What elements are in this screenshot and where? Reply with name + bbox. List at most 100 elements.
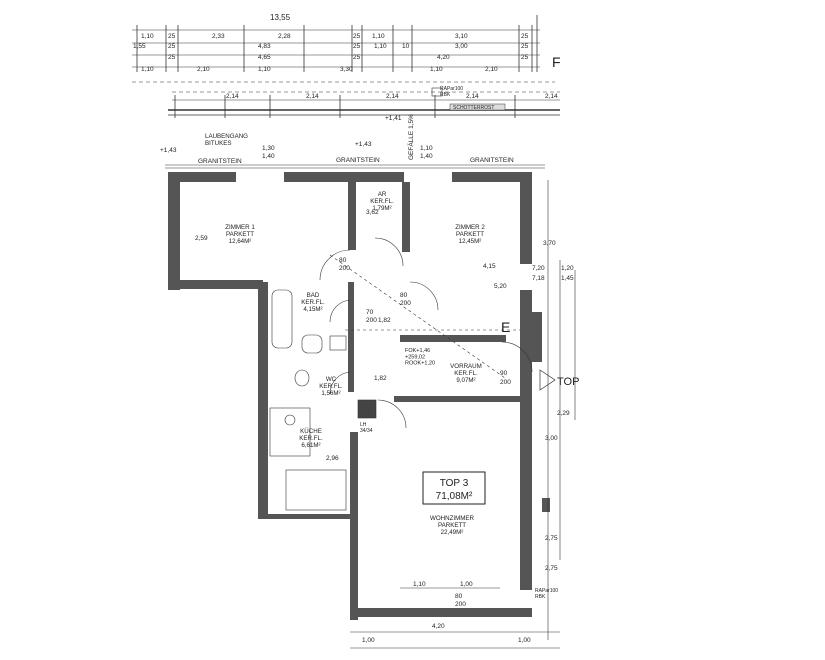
room-name: VORRAUM <box>450 363 482 370</box>
door-mark-8: 80 <box>455 593 463 600</box>
right-dim-0: 3,70 <box>543 240 556 247</box>
doors <box>319 237 533 429</box>
door-mark-7: 200 <box>500 379 511 386</box>
door-mark-1: 200 <box>339 265 350 272</box>
height-1: 1,82 <box>374 375 387 382</box>
dim-r4-0: 1,10 <box>141 66 154 73</box>
room-floor: KER.FL. <box>299 435 323 442</box>
dim-r2-6: 3,00 <box>455 43 468 50</box>
dim-r5-3: 2,14 <box>466 93 479 100</box>
room-area: 12,45M² <box>459 238 482 245</box>
dim-r3-0: 25 <box>168 54 176 61</box>
dim-r4-4: 1,10 <box>430 66 443 73</box>
room-name: AR <box>378 191 387 198</box>
dim-r5-1: 2,14 <box>306 93 319 100</box>
entry-marker: E <box>501 319 510 335</box>
room-area: 1,79M² <box>372 205 391 212</box>
height-11: 5,20 <box>494 283 507 290</box>
height-7: 2,59 <box>195 235 208 242</box>
height-8: 2,96 <box>326 455 339 462</box>
door-mark-2: 70 <box>366 309 374 316</box>
room-vorraum: VORRAUM KER.FL. 9,07M² <box>450 363 482 384</box>
height-3: 1,40 <box>262 153 275 160</box>
height-4: 1,10 <box>420 145 433 152</box>
granitstein-1: GRANITSTEIN <box>198 158 242 165</box>
right-dim-3: 3,00 <box>545 435 558 442</box>
stove-icon <box>284 414 296 426</box>
level-laubengang: +1,41 <box>385 115 402 122</box>
room-name: KÜCHE <box>300 428 322 435</box>
dim-r1-0: 1,10 <box>141 33 154 40</box>
room-zimmer1: ZIMMER 1 PARKETT 12,64M² <box>225 224 255 245</box>
dim-r3-4: 25 <box>521 54 529 61</box>
right-dim-4: 2,29 <box>557 410 570 417</box>
room-wohnzimmer: WOHNZIMMER PARKETT 22,49M² <box>430 515 475 536</box>
right-dim-1: 1,20 <box>561 265 574 272</box>
walls <box>168 172 550 620</box>
dim-r2-5: 10 <box>402 43 410 50</box>
dim-r2-2: 4,83 <box>258 43 271 50</box>
dim-r3-2: 25 <box>353 54 361 61</box>
room-bad: BAD KER.FL. 4,15M² <box>301 292 325 313</box>
room-area: 22,49M² <box>441 529 464 536</box>
dim-r2-1: 25 <box>168 43 176 50</box>
bottom-dim-2: 1,00 <box>518 637 531 644</box>
dim-r2-4: 1,10 <box>374 43 387 50</box>
kitchen-table-icon <box>285 469 347 511</box>
schotterrost-strip <box>449 103 506 111</box>
granitstein-3: GRANITSTEIN <box>470 157 514 164</box>
granitstein-2: GRANITSTEIN <box>336 157 380 164</box>
dim-r4-5: 2,10 <box>485 66 498 73</box>
toilet-icon <box>294 369 310 387</box>
bottom-dim-1: 4,20 <box>432 623 445 630</box>
gefaelle-label: GEFÄLLE 1,5% <box>407 114 415 160</box>
room-area: 6,61M² <box>301 442 320 449</box>
level-mid: +1,43 <box>355 141 372 148</box>
dimension-labels: 13,55 1,10 25 2,33 2,28 25 1,10 3,10 25 … <box>133 13 558 100</box>
top-marker-right: TOP <box>557 376 579 388</box>
dim-r2-3: 25 <box>353 43 361 50</box>
right-dimension-labels: 3,70 1,20 1,45 3,00 2,29 2,75 7,20 7,18 <box>532 240 574 542</box>
window-width-0: 1,10 <box>413 581 426 588</box>
dim-r3-1: 4,65 <box>258 54 271 61</box>
right-dimension-chain <box>547 180 576 640</box>
room-area: 9,07M² <box>456 377 475 384</box>
room-floor: PARKETT <box>226 231 254 238</box>
dim-r4-2: 1,10 <box>258 66 271 73</box>
bottom-dim-0: 1,00 <box>362 637 375 644</box>
height-6: 2,75 <box>545 565 558 572</box>
room-name: WC <box>326 376 337 383</box>
bathtub-icon <box>271 289 293 349</box>
room-kueche: KÜCHE KER.FL. 6,61M² <box>299 428 323 449</box>
schotterrost-label: SCHOTTERROST <box>453 105 494 111</box>
height-2: 1,30 <box>262 145 275 152</box>
height-9: 3,62 <box>366 209 379 216</box>
room-area: 1,56M² <box>321 390 340 397</box>
walkway-guides <box>165 164 545 169</box>
room-name: WOHNZIMMER <box>430 515 475 522</box>
door-mark-4: 80 <box>400 292 408 299</box>
dim-r1-3: 2,28 <box>278 33 291 40</box>
room-ar: AR KER.FL. 1,79M² <box>370 191 394 212</box>
side-offset-0: 7,20 <box>532 265 545 272</box>
height-10: 4,15 <box>483 263 496 270</box>
level-left: +1,43 <box>160 147 177 154</box>
unit-area: 71,08M² <box>436 491 473 502</box>
door-mark-5: 200 <box>400 300 411 307</box>
room-wc: WC KER.FL. 1,56M² <box>319 376 343 397</box>
right-dim-2: 1,45 <box>561 275 574 282</box>
door-marks: 80 200 70 200 80 200 90 200 80 200 <box>339 257 511 608</box>
dim-r2-0: 1,55 <box>133 43 146 50</box>
door-arc-ar <box>374 237 404 267</box>
height-marks: 1,82 1,82 1,30 1,40 1,10 1,40 2,75 2,59 … <box>195 145 558 572</box>
kitchen-counter-icon <box>269 407 311 457</box>
door-arc-wohnzimmer <box>377 399 407 429</box>
washing-machine-icon <box>329 335 347 351</box>
door-mark-6: 90 <box>500 370 508 377</box>
room-labels: ZIMMER 1 PARKETT 12,64M² AR KER.FL. 1,79… <box>225 191 485 536</box>
